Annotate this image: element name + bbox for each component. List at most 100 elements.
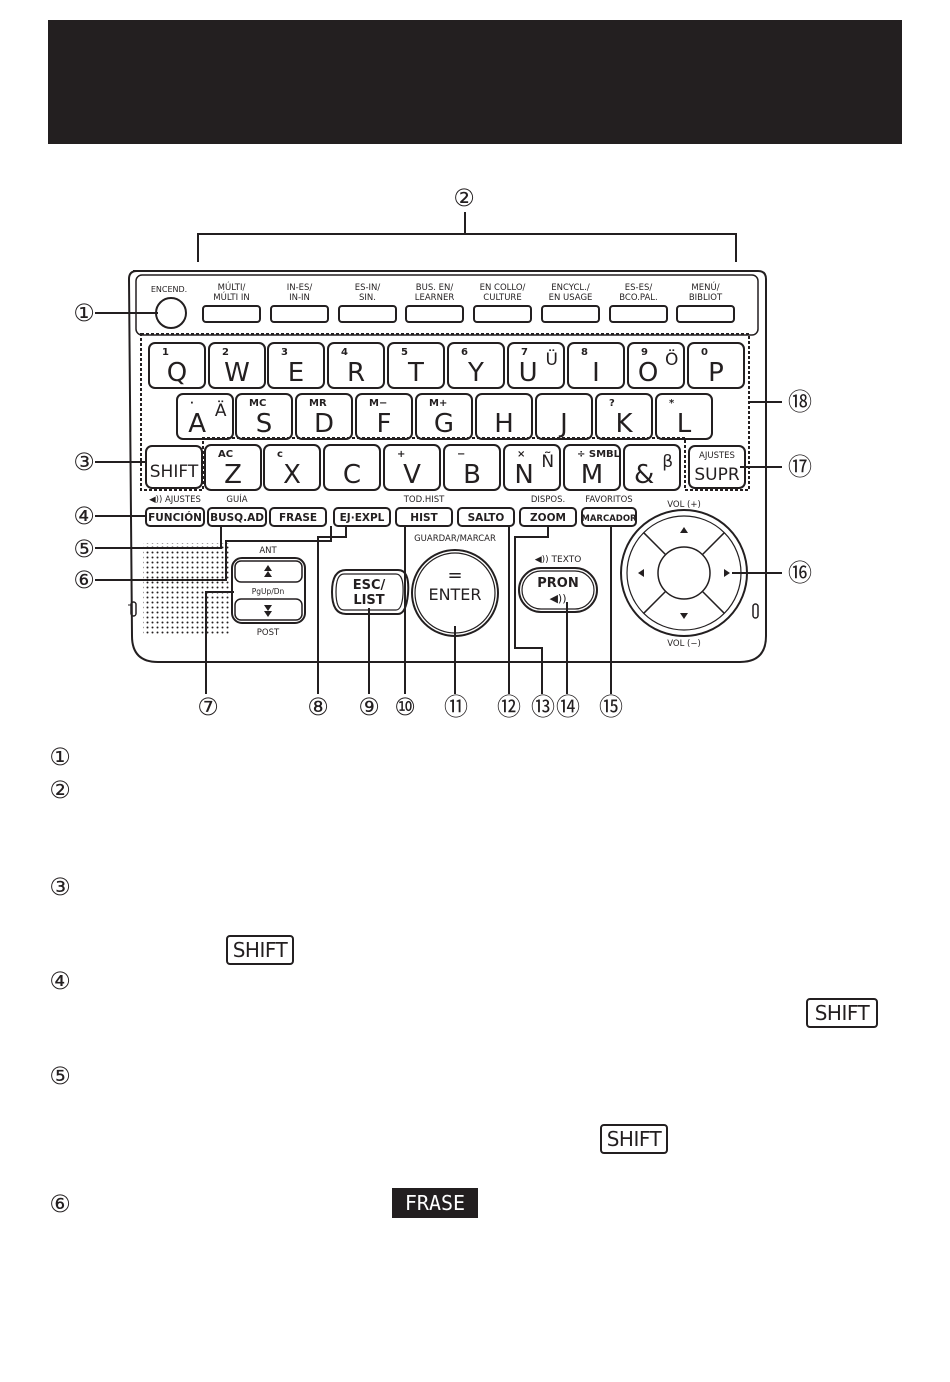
esc-list-key-cap[interactable] bbox=[330, 569, 410, 615]
key-q[interactable]: 1Q bbox=[148, 342, 206, 389]
key-t-cap[interactable] bbox=[387, 342, 445, 389]
function-key-cap[interactable] bbox=[207, 507, 267, 527]
dictionary-key-6[interactable]: ENCYCL./EN USAGE bbox=[541, 283, 600, 323]
key-s-cap[interactable] bbox=[235, 393, 293, 440]
key-k[interactable]: ?K bbox=[595, 393, 653, 440]
key-o-cap[interactable] bbox=[627, 342, 685, 389]
key-l[interactable]: *L bbox=[655, 393, 713, 440]
function-key-6[interactable]: SALTO bbox=[457, 507, 515, 527]
function-key-cap[interactable] bbox=[457, 507, 515, 527]
direction-pad-center[interactable] bbox=[657, 546, 711, 600]
dictionary-key-1[interactable]: MÚLTI/MÚLTI IN bbox=[202, 281, 261, 323]
dictionary-key-4[interactable]: BUS. EN/LEARNER bbox=[405, 283, 464, 323]
key-p[interactable]: 0P bbox=[687, 342, 745, 389]
function-key-4[interactable]: EJ·EXPL bbox=[333, 507, 391, 527]
key-l-cap[interactable] bbox=[655, 393, 713, 440]
pron-key-outer[interactable] bbox=[518, 567, 598, 613]
enter-key[interactable]: =ENTER bbox=[411, 549, 499, 637]
dictionary-key-7[interactable]: ES-ES/BCO.PAL. bbox=[609, 283, 668, 323]
dictionary-key-cap[interactable] bbox=[338, 305, 397, 323]
dictionary-key-5[interactable]: EN COLLO/CULTURE bbox=[473, 283, 532, 323]
dictionary-key-2[interactable]: IN-ES/IN-IN bbox=[270, 283, 329, 323]
key-ampersand[interactable]: &β bbox=[623, 444, 681, 491]
function-key-cap[interactable] bbox=[269, 507, 327, 527]
key-c[interactable]: C bbox=[323, 444, 381, 491]
function-key-3[interactable]: FRASE bbox=[269, 507, 327, 527]
key-s[interactable]: MCS bbox=[235, 393, 293, 440]
key-x[interactable]: cX bbox=[263, 444, 321, 491]
key-d[interactable]: MRD bbox=[295, 393, 353, 440]
key-q-cap[interactable] bbox=[148, 342, 206, 389]
arrow-up-icon[interactable] bbox=[680, 527, 688, 533]
key-c-cap[interactable] bbox=[323, 444, 381, 491]
key-p-cap[interactable] bbox=[687, 342, 745, 389]
dictionary-key-cap[interactable] bbox=[202, 305, 261, 323]
key-h[interactable]: H bbox=[475, 393, 533, 440]
arrow-down-icon[interactable] bbox=[680, 613, 688, 619]
key-x-cap[interactable] bbox=[263, 444, 321, 491]
key-r-cap[interactable] bbox=[327, 342, 385, 389]
key-b-cap[interactable] bbox=[443, 444, 501, 491]
function-key-1[interactable]: FUNCIÓN◀)) AJUSTES bbox=[145, 495, 205, 527]
function-key-cap[interactable] bbox=[395, 507, 453, 527]
dictionary-key-3[interactable]: ES-IN/SIN. bbox=[338, 283, 397, 323]
key-e-cap[interactable] bbox=[267, 342, 325, 389]
key-y-cap[interactable] bbox=[447, 342, 505, 389]
key-g[interactable]: M+G bbox=[415, 393, 473, 440]
dictionary-key-cap[interactable] bbox=[473, 305, 532, 323]
key-h-cap[interactable] bbox=[475, 393, 533, 440]
dictionary-key-cap[interactable] bbox=[405, 305, 464, 323]
dictionary-key-8[interactable]: MENÚ/BIBLIOT bbox=[676, 281, 735, 323]
key-j-cap[interactable] bbox=[535, 393, 593, 440]
dictionary-key-cap[interactable] bbox=[270, 305, 329, 323]
key-j[interactable]: J bbox=[535, 393, 593, 440]
page-up-button[interactable] bbox=[234, 560, 303, 583]
power-button[interactable] bbox=[155, 297, 187, 329]
dictionary-key-cap[interactable] bbox=[676, 305, 735, 323]
key-i[interactable]: 8I bbox=[567, 342, 625, 389]
key-y[interactable]: 6Y bbox=[447, 342, 505, 389]
key-f-cap[interactable] bbox=[355, 393, 413, 440]
key-g-cap[interactable] bbox=[415, 393, 473, 440]
direction-pad[interactable]: VOL (+)VOL (−) bbox=[620, 500, 748, 649]
esc-list-key[interactable]: ESC/LIST bbox=[330, 569, 410, 615]
key-b[interactable]: −B bbox=[443, 444, 501, 491]
function-key-cap[interactable] bbox=[581, 507, 637, 527]
key-ampersand-cap[interactable] bbox=[623, 444, 681, 491]
key-m-cap[interactable] bbox=[563, 444, 621, 491]
key-v-cap[interactable] bbox=[383, 444, 441, 491]
shift-key-cap[interactable] bbox=[145, 445, 203, 489]
key-f[interactable]: M−F bbox=[355, 393, 413, 440]
shift-key[interactable]: SHIFT bbox=[145, 445, 203, 489]
page-down-button[interactable] bbox=[234, 598, 303, 621]
function-key-cap[interactable] bbox=[333, 507, 391, 527]
key-w-cap[interactable] bbox=[208, 342, 266, 389]
key-d-cap[interactable] bbox=[295, 393, 353, 440]
key-z[interactable]: ACZ bbox=[204, 444, 262, 491]
key-z-cap[interactable] bbox=[204, 444, 262, 491]
key-v[interactable]: +V bbox=[383, 444, 441, 491]
dictionary-key-cap[interactable] bbox=[609, 305, 668, 323]
key-t[interactable]: 5T bbox=[387, 342, 445, 389]
arrow-left-icon[interactable] bbox=[638, 569, 644, 577]
key-k-cap[interactable] bbox=[595, 393, 653, 440]
key-i-cap[interactable] bbox=[567, 342, 625, 389]
key-n-cap[interactable] bbox=[503, 444, 561, 491]
key-w[interactable]: 2W bbox=[208, 342, 266, 389]
key-e[interactable]: 3E bbox=[267, 342, 325, 389]
arrow-right-icon[interactable] bbox=[724, 569, 730, 577]
dictionary-key-cap[interactable] bbox=[541, 305, 600, 323]
key-r[interactable]: 4R bbox=[327, 342, 385, 389]
key-a-cap[interactable] bbox=[176, 393, 234, 440]
